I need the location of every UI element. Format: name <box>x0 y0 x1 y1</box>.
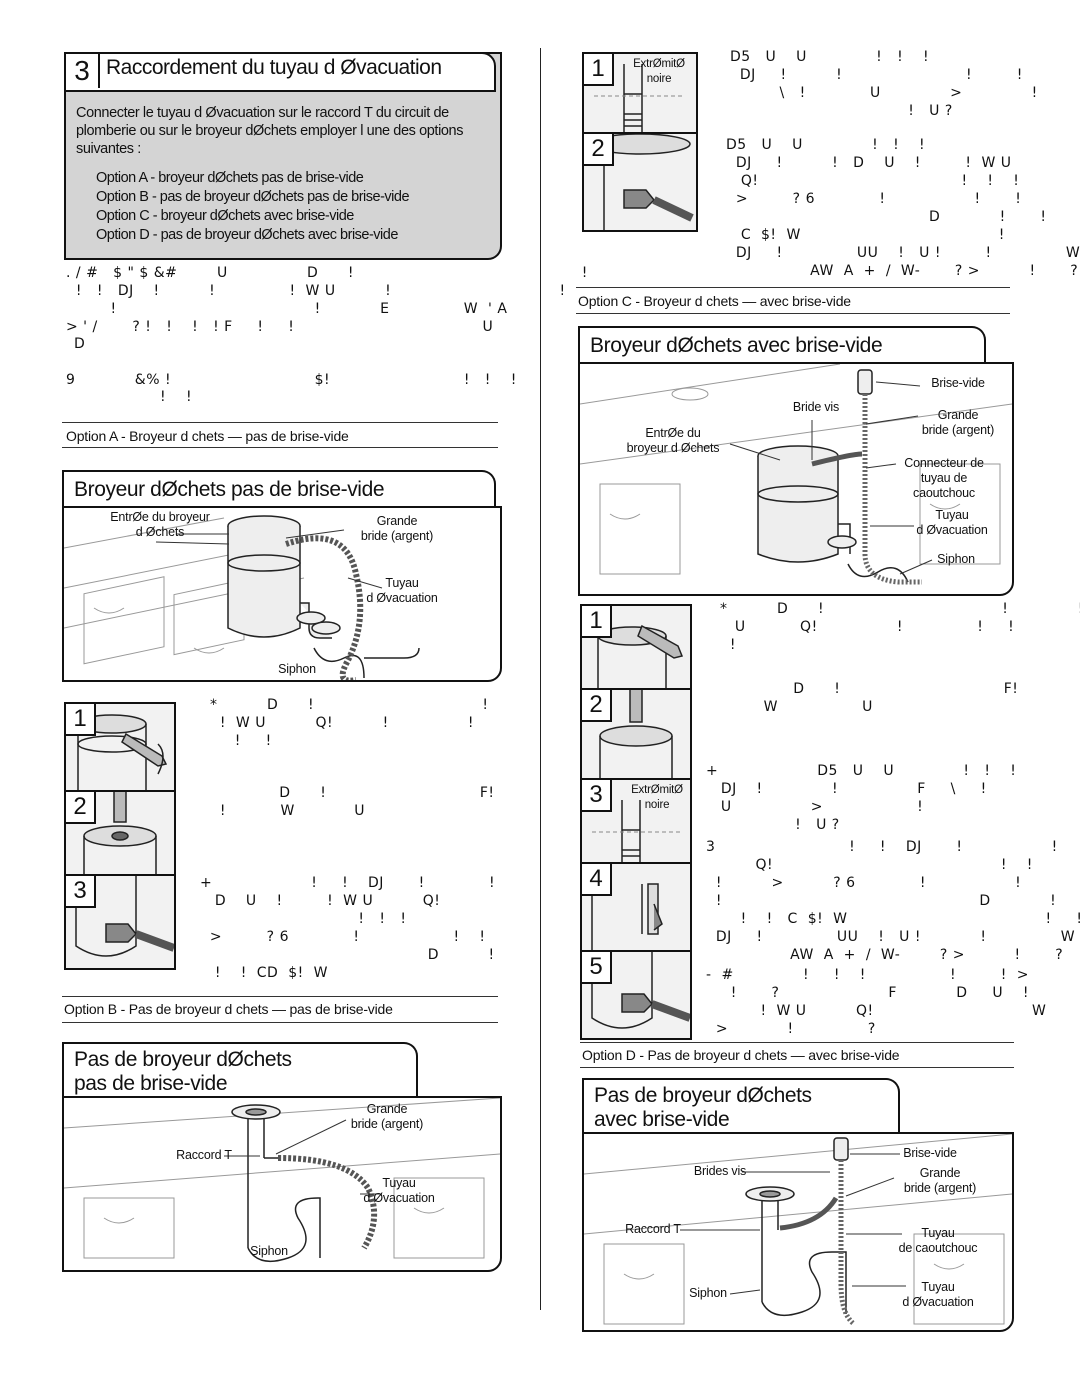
drain-hose-label: Tuyau d Øvacuation <box>363 1176 435 1205</box>
option-d-title-line2: avec brise-vide <box>594 1108 730 1131</box>
caption-rule <box>62 1022 498 1023</box>
section3-title: Raccordement du tuyau d Øvacuation <box>106 56 442 79</box>
clamp-image <box>582 132 698 232</box>
inlet-label: EntrØe du broyeur d Øchets <box>110 510 210 539</box>
step-1-text: * D ! ! ! W U Q! ! ! ! ! <box>210 697 489 749</box>
step-number: 3 <box>64 874 96 908</box>
left-paragraph-line: ! ! <box>66 389 193 405</box>
disposer-illustration <box>64 515 420 680</box>
option-a-item: Option A - broyeur dØchets pas de brise-… <box>96 170 364 186</box>
option-c-diagram: Brise-vide Bride vis Grande bride (argen… <box>578 362 1014 596</box>
flange-screws-label: Brides vis <box>693 1164 747 1178</box>
step-number: 5 <box>580 950 612 984</box>
left-paragraph-line: D <box>74 336 86 352</box>
step-c4-text: 3 ! ! DJ ! ! F Q! ! ! ! > ? 6 ! <box>706 839 1080 963</box>
caption-rule <box>62 422 498 423</box>
left-paragraph-line: 9 &% ! $! ! ! ! <box>66 372 517 388</box>
step-number: 2 <box>580 688 612 722</box>
caption-rule <box>580 1042 1014 1043</box>
option-b-title-line1: Pas de broyeur dØchets <box>74 1048 292 1071</box>
right-step-1-text: D5 U U ! ! ! DJ ! ! ! ! \ ! U > ! ! U ? <box>730 49 1038 119</box>
flange-label: Grande bride (argent) <box>360 514 434 543</box>
drain-hose-label: Tuyau d Øvacuation <box>902 1280 974 1309</box>
flange-label: Grande bride (argent) <box>921 408 995 437</box>
left-paragraph-line: . / # $ " $ &# U D ! ! <box>66 265 588 281</box>
step-3-text: + ! ! DJ ! ! D U ! ! W U Q! ! ! ! > ? 6 … <box>200 875 496 981</box>
step-c2-text: D ! F! ! W U <box>763 681 1019 715</box>
drain-hose-label: Tuyau d Øvacuation <box>366 576 438 605</box>
option-b-diagram: Grande bride (argent) Raccord T Tuyau d … <box>62 1096 502 1272</box>
option-d-title: Pas de broyeur dØchets avec brise-vide <box>582 1078 900 1134</box>
step-number: 1 <box>582 52 614 86</box>
option-b-title-line2: pas de brise-vide <box>74 1072 228 1095</box>
siphon-label: Siphon <box>278 662 316 676</box>
right-step-2-text: D5 U U ! ! ! DJ ! ! D U ! ! W U Q! ! ! !… <box>726 137 1080 279</box>
caption-rule <box>576 313 1010 314</box>
sink-vacuum-breaker-illustration <box>584 1134 1012 1326</box>
section3-header <box>64 52 496 92</box>
tee-label: Raccord T <box>176 1148 232 1162</box>
inlet-label: EntrØe du broyeur d Øchets <box>626 426 720 455</box>
step-number: 4 <box>580 862 612 896</box>
section3-number: 3 <box>66 54 100 88</box>
left-paragraph-line: ! ! E W ' A <box>66 301 508 317</box>
caption-rule <box>62 996 498 997</box>
flange-label: Grande bride (argent) <box>350 1102 424 1131</box>
step-number: 1 <box>64 702 96 736</box>
option-d-caption: Option D - Pas de broyeur d chets — avec… <box>582 1047 900 1063</box>
step-number: 2 <box>64 790 96 824</box>
vacuum-breaker-label: Brise-vide <box>903 1146 957 1160</box>
option-b-caption: Option B - Pas de broyeur d chets — pas … <box>64 1001 393 1017</box>
connector-label: Connecteur de tuyau de caoutchouc <box>904 456 984 500</box>
caption-rule <box>576 287 1010 288</box>
option-d-title-line1: Pas de broyeur dØchets <box>594 1084 812 1107</box>
step-c5-text: - # ! ! ! ! ! > ! ? F D U ! ! W U Q! W > <box>706 967 1047 1037</box>
vacuum-breaker-label: Brise-vide <box>931 376 985 390</box>
option-d-diagram: Brise-vide Brides vis Grande bride (arge… <box>582 1132 1014 1332</box>
step-number: 1 <box>580 604 612 638</box>
caption-rule <box>580 1067 1014 1068</box>
left-paragraph-line: ! ! DJ ! ! ! W U ! ! <box>66 283 566 299</box>
option-d-item: Option D - pas de broyeur dØchets avec b… <box>96 227 398 243</box>
option-a-diagram: EntrØe du broyeur d Øchets Grande bride … <box>62 506 502 682</box>
option-a-caption: Option A - Broyeur d chets — pas de bris… <box>66 428 349 444</box>
left-paragraph-line: > ' / ? ! ! ! ! F ! ! U <box>66 319 494 335</box>
siphon-label: Siphon <box>250 1244 288 1258</box>
step-2-text: D ! F! ! W U <box>219 785 495 819</box>
disposer-vacuum-breaker-illustration <box>580 364 1012 585</box>
black-end-label: ExtrØmitØ noire <box>631 784 683 811</box>
step-number: 3 <box>580 778 612 812</box>
option-c-item: Option C - broyeur dØchets avec brise-vi… <box>96 208 354 224</box>
step-c3-text: + D5 U U ! ! ! DJ ! ! F \ ! U > ! ! U ? <box>706 763 1017 833</box>
option-b-item: Option B - pas de broyeur dØchets pas de… <box>96 189 410 205</box>
section3-intro: Connecter le tuyau d Øvacuation sur le r… <box>76 105 464 157</box>
flange-label: Grande bride (argent) <box>903 1166 977 1195</box>
flange-screws-label: Bride vis <box>792 400 840 414</box>
sink-drain-illustration <box>64 1098 500 1263</box>
caption-rule <box>62 447 498 448</box>
step-number: 2 <box>582 132 614 166</box>
black-end-label: ExtrØmitØ noire <box>633 58 685 85</box>
rubber-hose-label: Tuyau de caoutchouc <box>898 1226 978 1255</box>
option-c-caption: Option C - Broyeur d chets — avec brise-… <box>578 293 851 309</box>
option-c-title: Broyeur dØchets avec brise-vide <box>578 326 986 364</box>
step-c1-text: * D ! ! ! W U Q! ! ! ! ! <box>720 601 1080 653</box>
tee-label: Raccord T <box>625 1222 681 1236</box>
drain-hose-label: Tuyau d Øvacuation <box>916 508 988 537</box>
option-b-title: Pas de broyeur dØchets pas de brise-vide <box>62 1042 418 1098</box>
siphon-label: Siphon <box>689 1286 727 1300</box>
siphon-label: Siphon <box>937 552 975 566</box>
option-a-title: Broyeur dØchets pas de brise-vide <box>62 470 496 508</box>
column-divider <box>540 48 541 1310</box>
